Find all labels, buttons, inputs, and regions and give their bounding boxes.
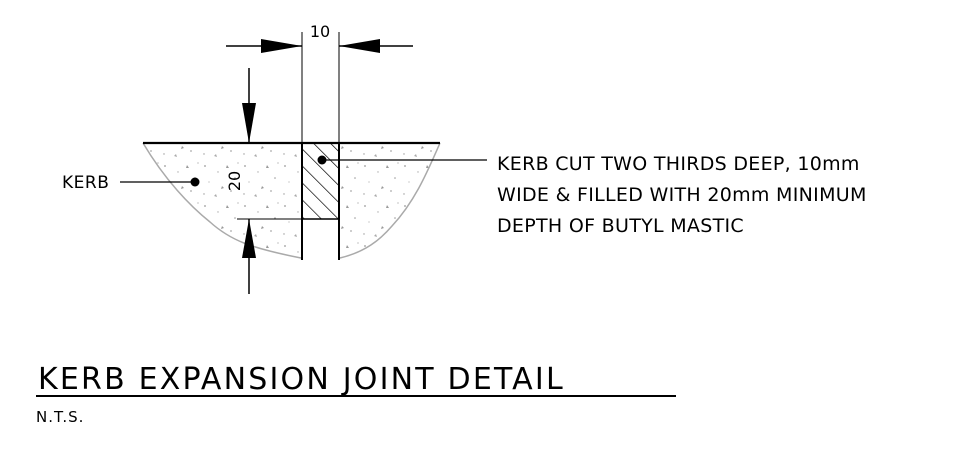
dimension-depth-text: 20: [225, 171, 244, 191]
dimension-width-text: 10: [310, 22, 330, 41]
kerb-break-line: [142, 142, 302, 259]
dim-arrow-down: [242, 103, 256, 143]
dim-arrow-left: [261, 39, 302, 53]
note-line-2: WIDE & FILLED WITH 20mm MINIMUM: [497, 184, 867, 206]
kerb-leader-dot: [190, 177, 200, 187]
drawing-scale-note: N.T.S.: [36, 408, 84, 426]
note-line-3: DEPTH OF BUTYL MASTIC: [497, 215, 744, 237]
dim-arrow-right: [339, 39, 380, 53]
kerb-concrete-fill: [143, 143, 440, 258]
note-line-1: KERB CUT TWO THIRDS DEEP, 10mm: [497, 153, 860, 175]
kerb-break-line-right: [339, 142, 441, 259]
drawing-title: KERB EXPANSION JOINT DETAIL: [38, 362, 565, 397]
kerb-label: KERB: [62, 173, 109, 193]
dim-arrow-up: [242, 219, 256, 258]
butyl-mastic-hatch: [302, 143, 339, 219]
